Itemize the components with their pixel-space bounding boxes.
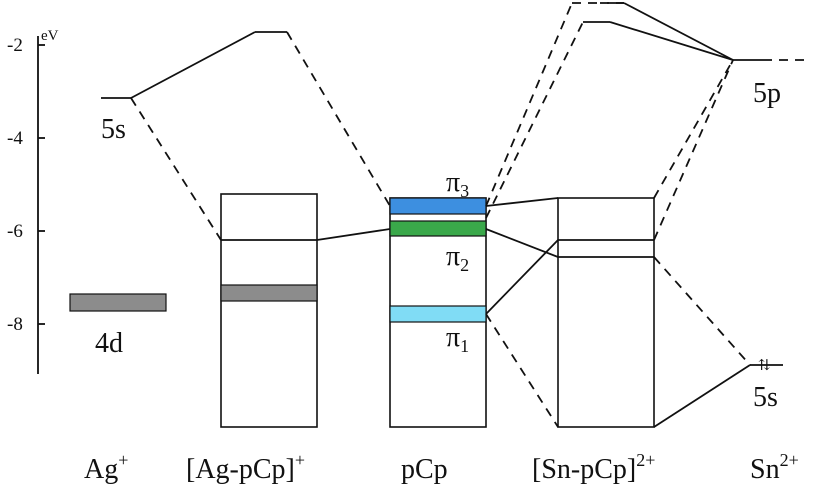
sn-top-to-5p [623,2,734,61]
tick-label-neg4: -4 [7,128,23,149]
species-label-ag-ion: Ag+ [84,450,128,485]
pi3-to-sn-top [485,2,573,207]
pi1-to-sn-level [485,239,559,315]
sn-5p-label: 5p [753,78,781,109]
tick-label-neg2: -2 [7,35,23,56]
pi1-to-sn-box-bottom [485,313,559,428]
pi2-label: π2 [446,241,469,275]
sn-box-top-to-5p [653,59,734,199]
tick-label-neg6: -6 [7,221,23,242]
ag-complex-to-pi2 [316,228,391,241]
tick-label-neg8: -8 [7,314,23,335]
pi1-label: π1 [446,322,469,356]
sn-ion-levels: ⇅ 5p 5s [733,59,808,413]
species-labels: Ag+ [Ag-pCp]+ pCp [Sn-pCp]2+ Sn2+ [84,450,799,485]
pi3-band [389,197,487,215]
sn-5s-label: 5s [753,382,778,413]
axis-unit-label: eV [41,28,59,44]
ag-top-to-pi3 [286,31,391,207]
ag-4d-label: 4d [95,328,123,359]
ag-5s-label: 5s [101,114,126,145]
species-label-sn-pcp: [Sn-pCp]2+ [532,450,655,485]
pi3-to-sn-box [485,197,559,207]
pi3-label: π3 [446,167,469,201]
ag-4d-band [69,293,167,312]
ag-pcp-d-band [220,284,318,302]
ag-ion-levels: 5s 4d [69,97,167,359]
sn-second-to-5p [609,21,734,61]
sn-pcp-complex-levels [557,197,655,428]
pcp-levels: π3 π2 π1 [389,167,487,428]
ag-correlation-lines [130,31,391,241]
sn-pcp-box [557,197,655,428]
pi2-to-sn-level [485,228,559,258]
energy-axis: eV -2 -4 -6 -8 [7,28,59,374]
ag-pcp-complex-levels [220,193,318,428]
ag-5s-to-top [130,31,256,99]
pi2-band [389,220,487,237]
species-label-sn-ion: Sn2+ [750,450,799,485]
ag-pcp-box [220,193,318,428]
ag-5s-to-complex [130,97,222,241]
pi1-band [389,305,487,323]
species-label-pcp: pCp [401,454,448,485]
species-label-ag-pcp: [Ag-pCp]+ [186,450,305,485]
pi3-to-sn-second [485,21,584,219]
sn-level-to-5p [653,59,734,241]
sn-box-bottom-to-5s [653,364,751,428]
sn-level-to-5s [653,256,751,366]
sn-correlation-lines [485,2,751,428]
sn-5s-electron-pair: ⇅ [758,358,771,374]
